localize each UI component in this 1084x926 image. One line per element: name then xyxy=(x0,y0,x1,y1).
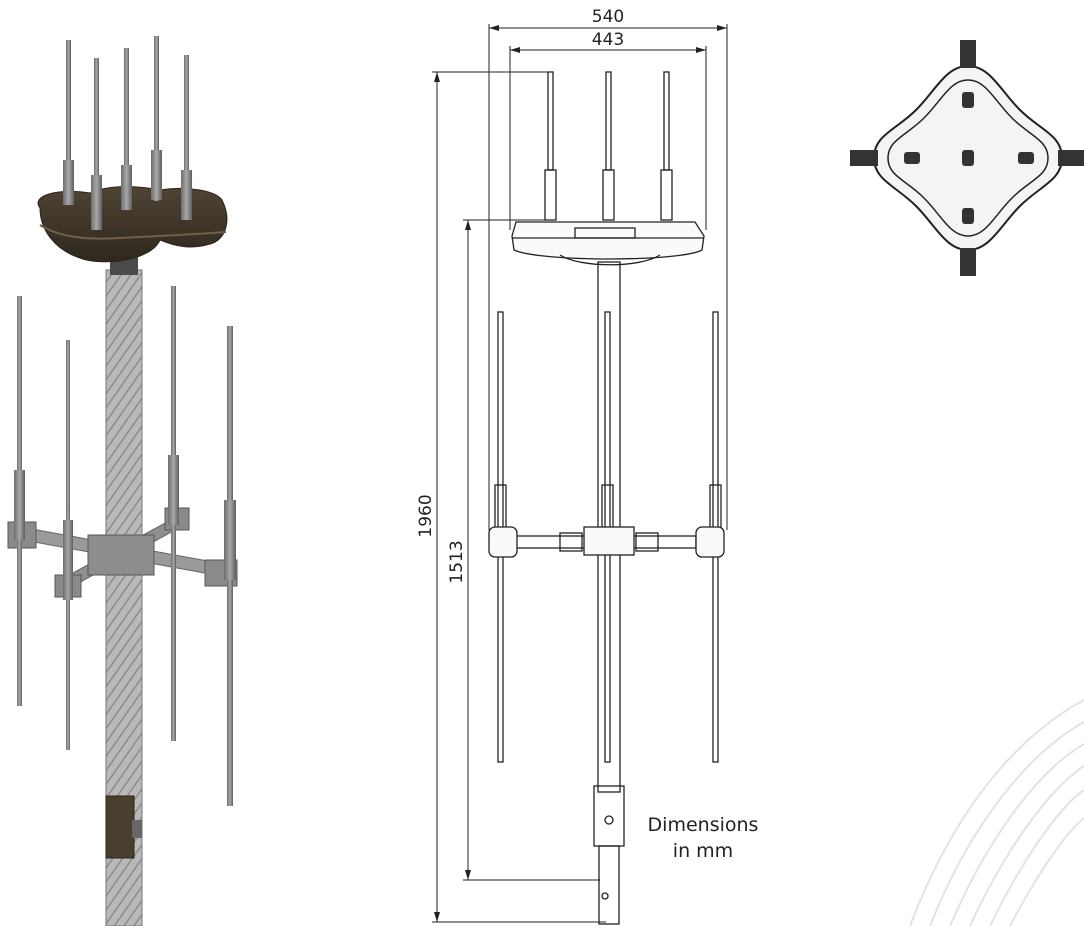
top-view xyxy=(850,40,1084,276)
antenna-render xyxy=(7,36,238,926)
housing-outline xyxy=(511,221,705,260)
note-line-1: Dimensions xyxy=(647,814,759,836)
mast-mount xyxy=(105,795,135,859)
dim-overall-width: 540 xyxy=(592,7,624,27)
dim-mount-height: 1513 xyxy=(447,540,467,583)
dim-antenna-span: 443 xyxy=(592,30,624,50)
dimension-lines xyxy=(432,24,728,923)
technical-drawing xyxy=(432,24,728,925)
dim-overall-height: 1960 xyxy=(416,494,436,537)
decorative-arcs xyxy=(909,699,1084,926)
top-antennas xyxy=(63,36,192,230)
dimensions-note: Dimensions in mm xyxy=(628,812,778,864)
note-line-2: in mm xyxy=(672,840,734,862)
lower-antennas xyxy=(14,286,236,806)
